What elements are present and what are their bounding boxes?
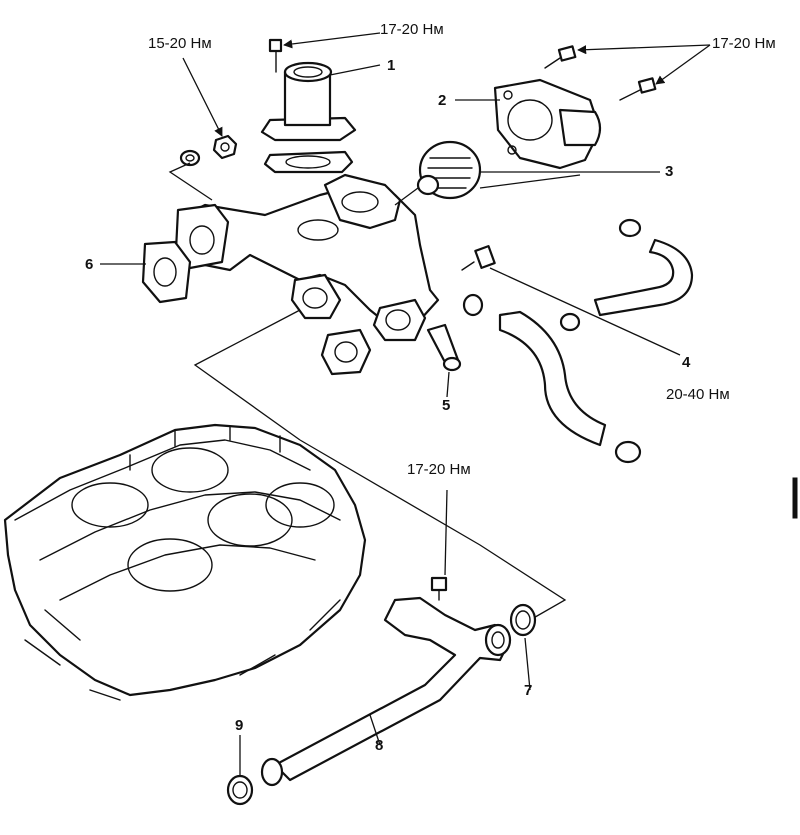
thermostat-cover	[493, 78, 602, 170]
torque-label-nut: 15-20 Нм	[148, 35, 212, 52]
torque-label-pipe-bolt: 17-20 Нм	[407, 461, 471, 478]
label-part-6: 6	[85, 256, 94, 273]
label-part-5: 5	[442, 397, 451, 414]
upper-hose	[559, 218, 694, 332]
pipe-bolt	[430, 576, 448, 601]
label-part-7: 7	[524, 682, 533, 699]
label-part-3: 3	[665, 163, 674, 180]
label-part-8: 8	[375, 737, 384, 754]
inlet-gasket	[263, 150, 354, 174]
water-outlet-manifold	[174, 173, 440, 342]
thermostat	[416, 140, 482, 200]
bypass-fitting	[426, 323, 462, 372]
label-part-9: 9	[235, 717, 244, 734]
cover-bolt-2	[619, 77, 657, 101]
label-part-1: 1	[387, 57, 396, 74]
manifold-gasket-lower	[320, 328, 372, 376]
o-ring-7	[509, 603, 537, 637]
manifold-nut	[179, 134, 238, 167]
water-pipe	[260, 596, 512, 787]
label-part-4: 4	[682, 354, 691, 371]
cover-bolt-1	[544, 45, 577, 69]
temperature-sensor	[461, 245, 496, 271]
label-part-2: 2	[438, 92, 447, 109]
water-inlet-fitting	[260, 61, 357, 142]
torque-label-sensor: 20-40 Нм	[666, 386, 730, 403]
manifold-gasket-left	[141, 240, 192, 304]
bolt-top-center	[268, 38, 283, 73]
lower-hose	[462, 293, 642, 464]
o-ring-9	[226, 774, 254, 806]
torque-label-cover-bolts: 17-20 Нм	[712, 35, 776, 52]
engine-block	[3, 423, 367, 701]
torque-label-inlet-bolt: 17-20 Нм	[380, 21, 444, 38]
